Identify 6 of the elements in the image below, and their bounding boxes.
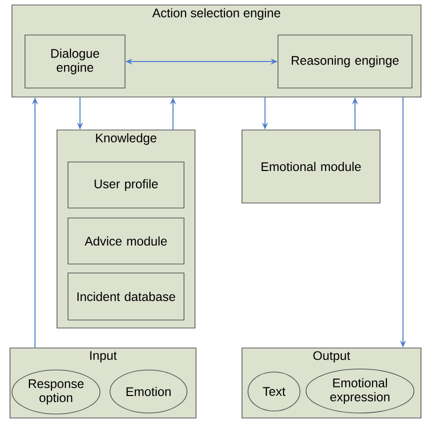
module-box: Dialogue engine xyxy=(24,34,126,88)
module-box: Incident database xyxy=(68,272,184,320)
module-box: Emotional module xyxy=(242,130,380,204)
module-box: Advice module xyxy=(68,218,184,264)
module-box: User profile xyxy=(68,162,184,208)
module-box: Reasoning enginge xyxy=(278,34,412,88)
